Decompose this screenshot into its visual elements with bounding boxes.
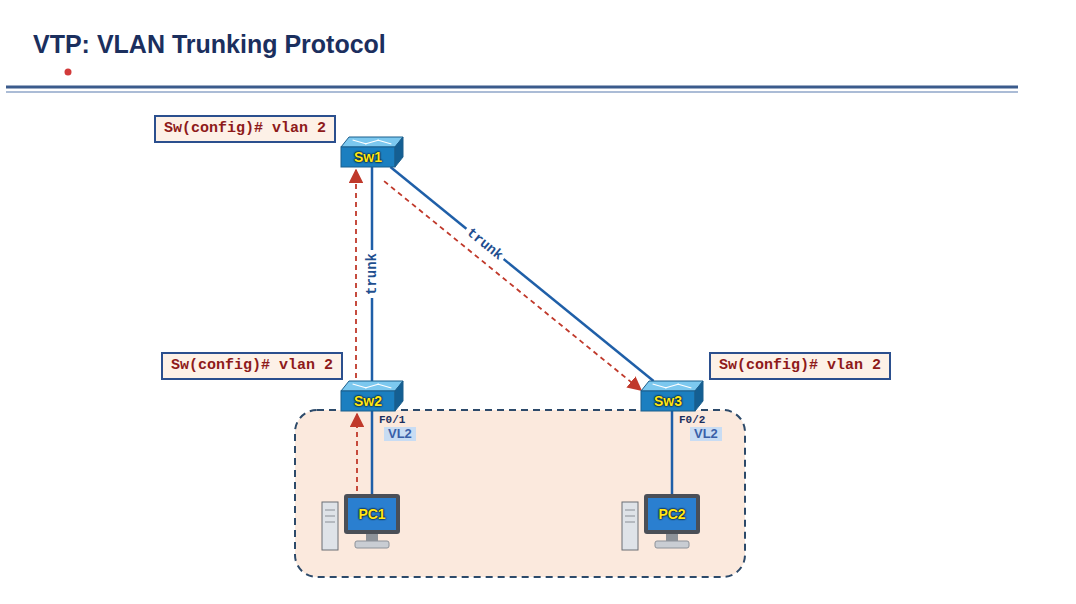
monitor-base <box>655 541 689 548</box>
tower-slot <box>325 522 335 523</box>
switch-arrow <box>377 384 391 388</box>
title-rule <box>6 86 1018 89</box>
port-label: F0/1 <box>379 413 405 427</box>
vtp-flow-arrow <box>384 181 641 390</box>
switch-top <box>341 137 403 147</box>
switch-front <box>641 391 695 411</box>
tower-slot <box>625 510 635 511</box>
monitor-base <box>355 541 389 548</box>
pc-icon: PC2 <box>644 494 700 550</box>
vlan-tag: VL2 <box>690 427 722 441</box>
command-text: Sw(config)# vlan 2 <box>164 120 326 138</box>
link-label: trunk <box>364 250 380 298</box>
switch-arrow <box>377 140 391 144</box>
switch-arrow <box>353 140 367 144</box>
access-link <box>671 411 674 494</box>
monitor-screen <box>348 498 396 530</box>
monitor-stand <box>366 534 378 541</box>
device-name: PC2 <box>648 498 696 530</box>
vtp-flow-arrow <box>355 170 357 378</box>
device-name: PC1 <box>348 498 396 530</box>
switch-top <box>641 381 703 391</box>
switch-top <box>341 381 403 391</box>
switch-arrow <box>677 384 691 388</box>
monitor-frame <box>344 494 400 534</box>
port-label: F0/2 <box>679 413 705 427</box>
vtp-flow-arrow <box>356 414 358 491</box>
command-text: Sw(config)# vlan 2 <box>171 357 333 375</box>
switch-side <box>395 381 403 411</box>
switch-arrow <box>365 140 379 144</box>
switch-icon: Sw2 <box>341 381 403 411</box>
device-name: Sw2 <box>341 391 395 411</box>
pointer-dot <box>65 69 72 76</box>
pc-tower <box>622 502 638 550</box>
switch-arrow <box>353 384 367 388</box>
command-text: Sw(config)# vlan 2 <box>719 357 881 375</box>
monitor-frame <box>644 494 700 534</box>
switch-icon: Sw3 <box>641 381 703 411</box>
link-label: trunk <box>461 223 508 266</box>
switch-front <box>341 391 395 411</box>
switch-side <box>695 381 703 411</box>
monitor-stand <box>666 534 678 541</box>
tower-slot <box>325 516 335 517</box>
switch-arrow <box>653 384 667 388</box>
pc-icon: PC1 <box>344 494 400 550</box>
vlan-tag: VL2 <box>384 427 416 441</box>
access-link <box>371 411 374 494</box>
pc-tower <box>322 502 338 550</box>
tower-slot <box>325 510 335 511</box>
switch-side <box>395 137 403 167</box>
switch-icon: Sw1 <box>341 137 403 167</box>
switch-front <box>341 147 395 167</box>
page-title: VTP: VLAN Trunking Protocol <box>33 30 386 59</box>
title-rule <box>6 91 1018 93</box>
monitor-screen <box>648 498 696 530</box>
command-box: Sw(config)# vlan 2 <box>161 352 343 380</box>
tower-slot <box>625 516 635 517</box>
switch-arrow <box>665 384 679 388</box>
switch-arrow <box>365 384 379 388</box>
device-name: Sw3 <box>641 391 695 411</box>
tower-slot <box>625 522 635 523</box>
vlan-region <box>295 410 745 577</box>
device-name: Sw1 <box>341 147 395 167</box>
command-box: Sw(config)# vlan 2 <box>154 115 336 143</box>
command-box: Sw(config)# vlan 2 <box>709 352 891 380</box>
trunk-link <box>390 167 653 381</box>
